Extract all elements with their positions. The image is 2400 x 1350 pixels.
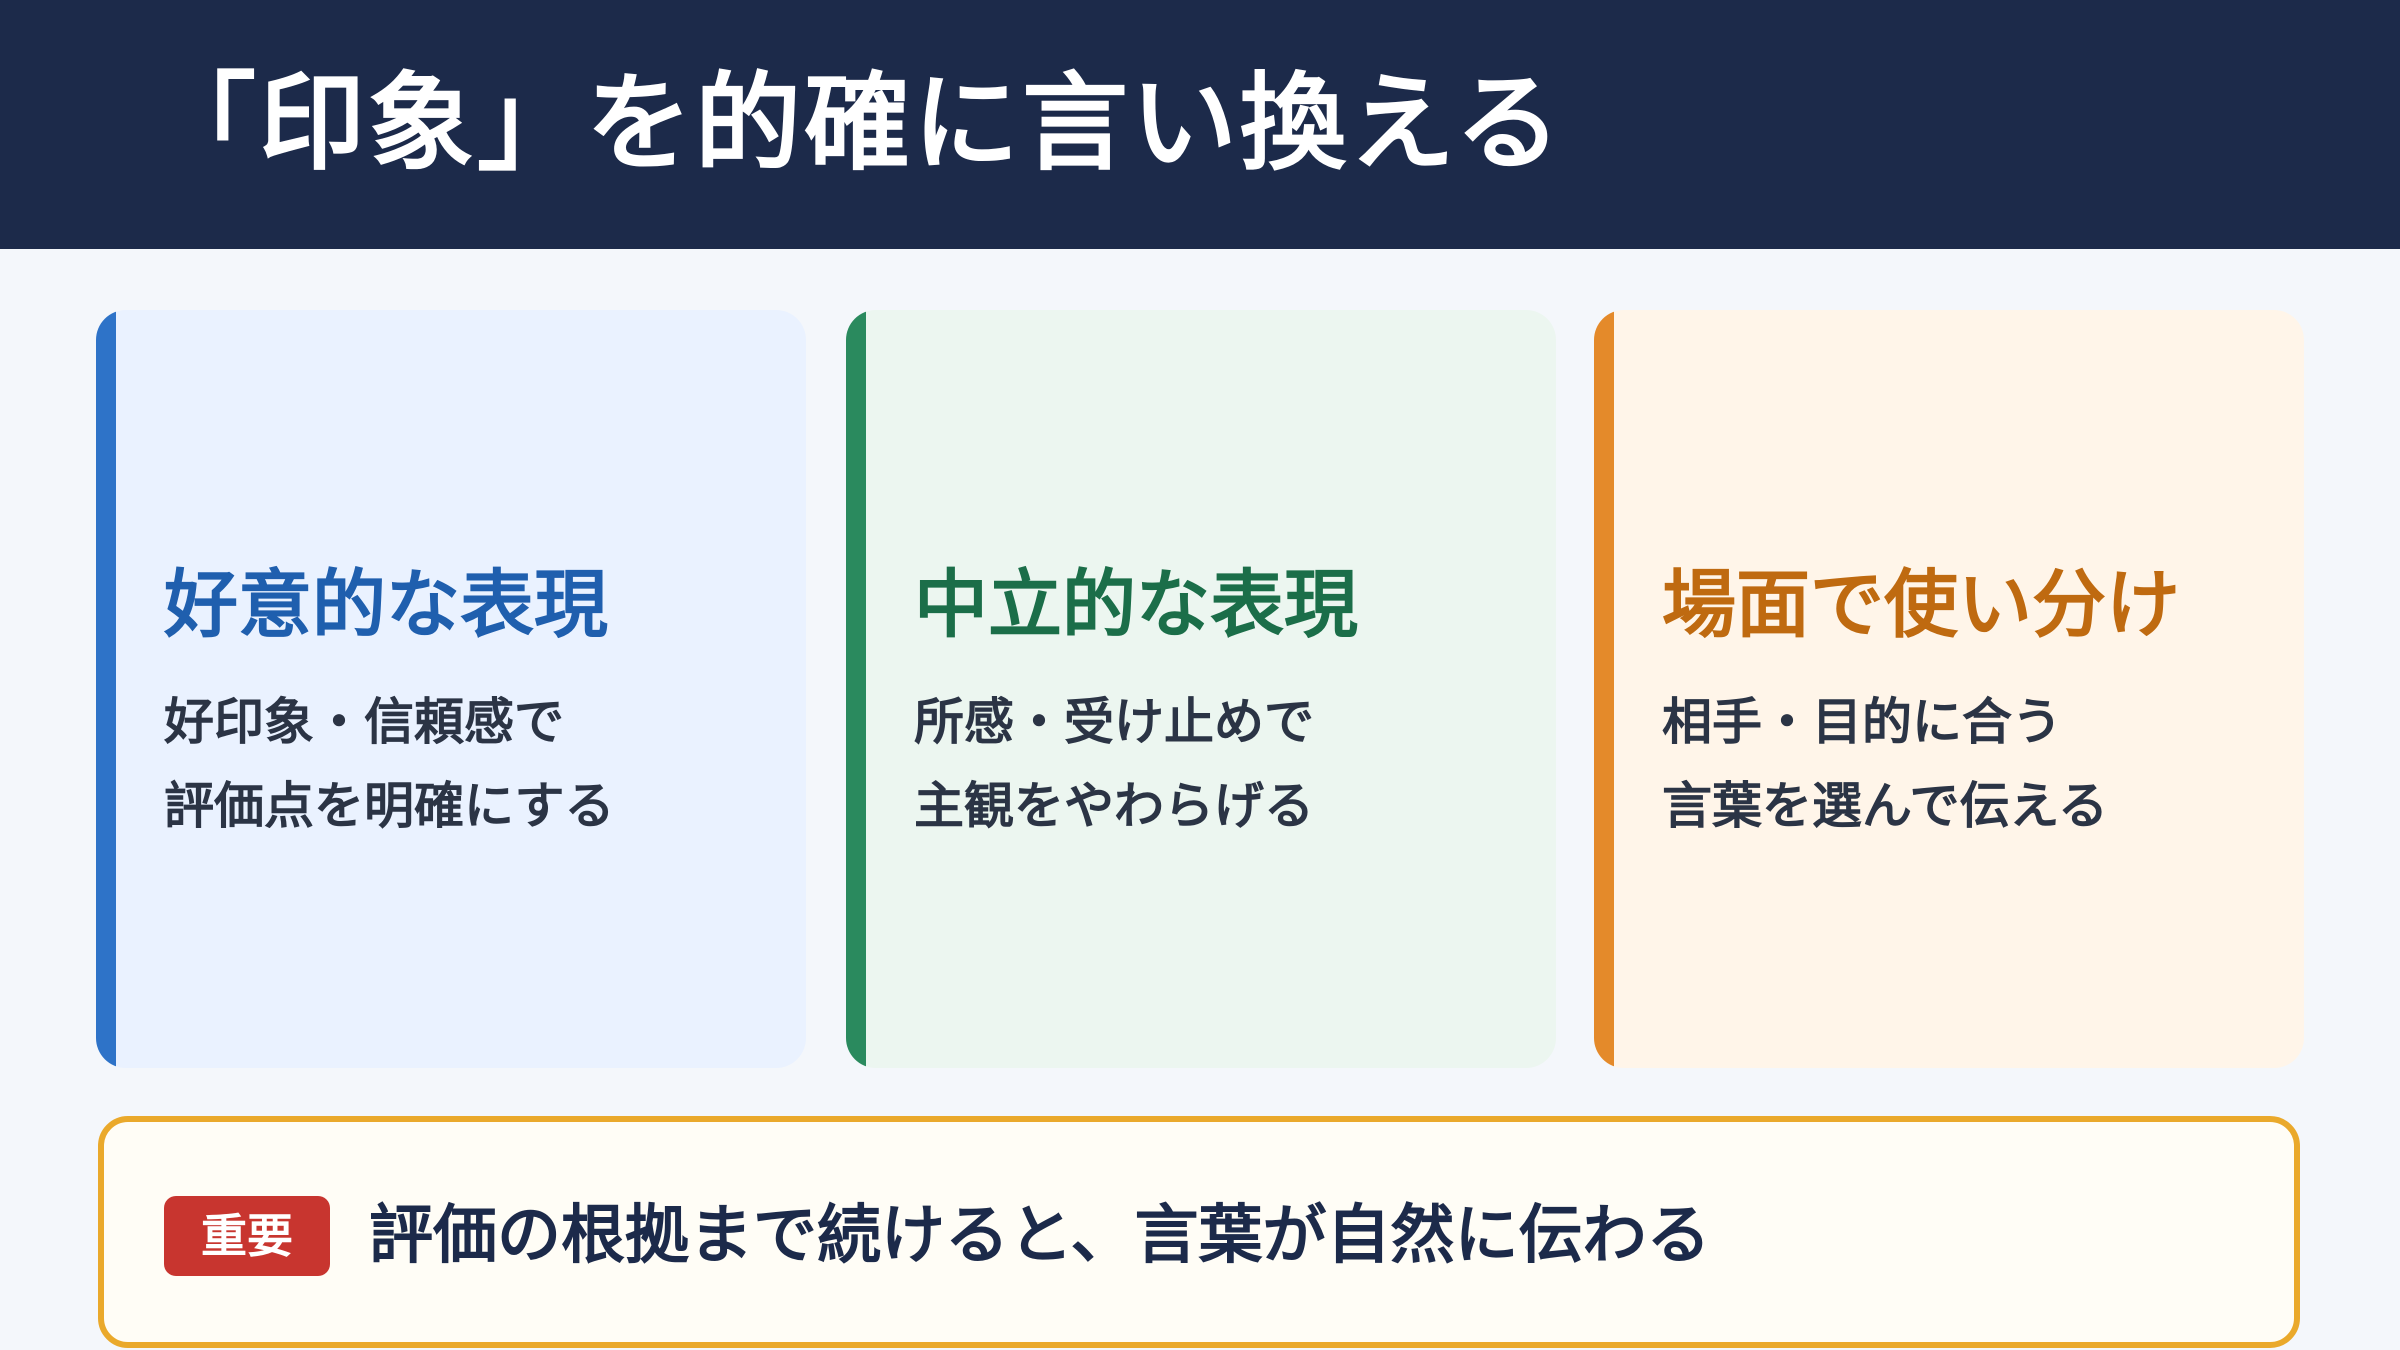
page-title: 「印象」を的確に言い換える <box>150 62 1564 185</box>
card-description-line: 相手・目的に合う <box>1662 693 2062 751</box>
card-description-line: 評価点を明確にする <box>164 777 615 835</box>
card-positive-expression: 好意的な表現 好印象・信頼感で 評価点を明確にする <box>96 310 806 1068</box>
card-accent-bar <box>1594 310 1614 1068</box>
card-accent-bar <box>846 310 866 1068</box>
card-description-line: 主観をやわらげる <box>914 777 1314 835</box>
card-description: 所感・受け止めで 主観をやわらげる <box>914 680 1314 848</box>
important-note-text: 評価の根拠まで続けると、言葉が自然に伝わる <box>369 1199 1711 1273</box>
card-description-line: 好印象・信頼感で <box>164 693 564 751</box>
header-bar: 「印象」を的確に言い換える <box>0 0 2400 249</box>
card-description-line: 言葉を選んで伝える <box>1662 777 2108 835</box>
card-description: 相手・目的に合う 言葉を選んで伝える <box>1662 680 2108 848</box>
important-note-box: 重要 評価の根拠まで続けると、言葉が自然に伝わる <box>98 1116 2300 1348</box>
card-title: 中立的な表現 <box>914 562 1358 648</box>
card-accent-bar <box>96 310 116 1068</box>
card-situational-usage: 場面で使い分け 相手・目的に合う 言葉を選んで伝える <box>1594 310 2304 1068</box>
card-description: 好印象・信頼感で 評価点を明確にする <box>164 680 615 848</box>
card-title: 場面で使い分け <box>1662 562 2180 648</box>
card-title: 好意的な表現 <box>164 562 608 648</box>
card-description-line: 所感・受け止めで <box>914 693 1314 751</box>
important-badge: 重要 <box>164 1196 330 1276</box>
card-neutral-expression: 中立的な表現 所感・受け止めで 主観をやわらげる <box>846 310 1556 1068</box>
